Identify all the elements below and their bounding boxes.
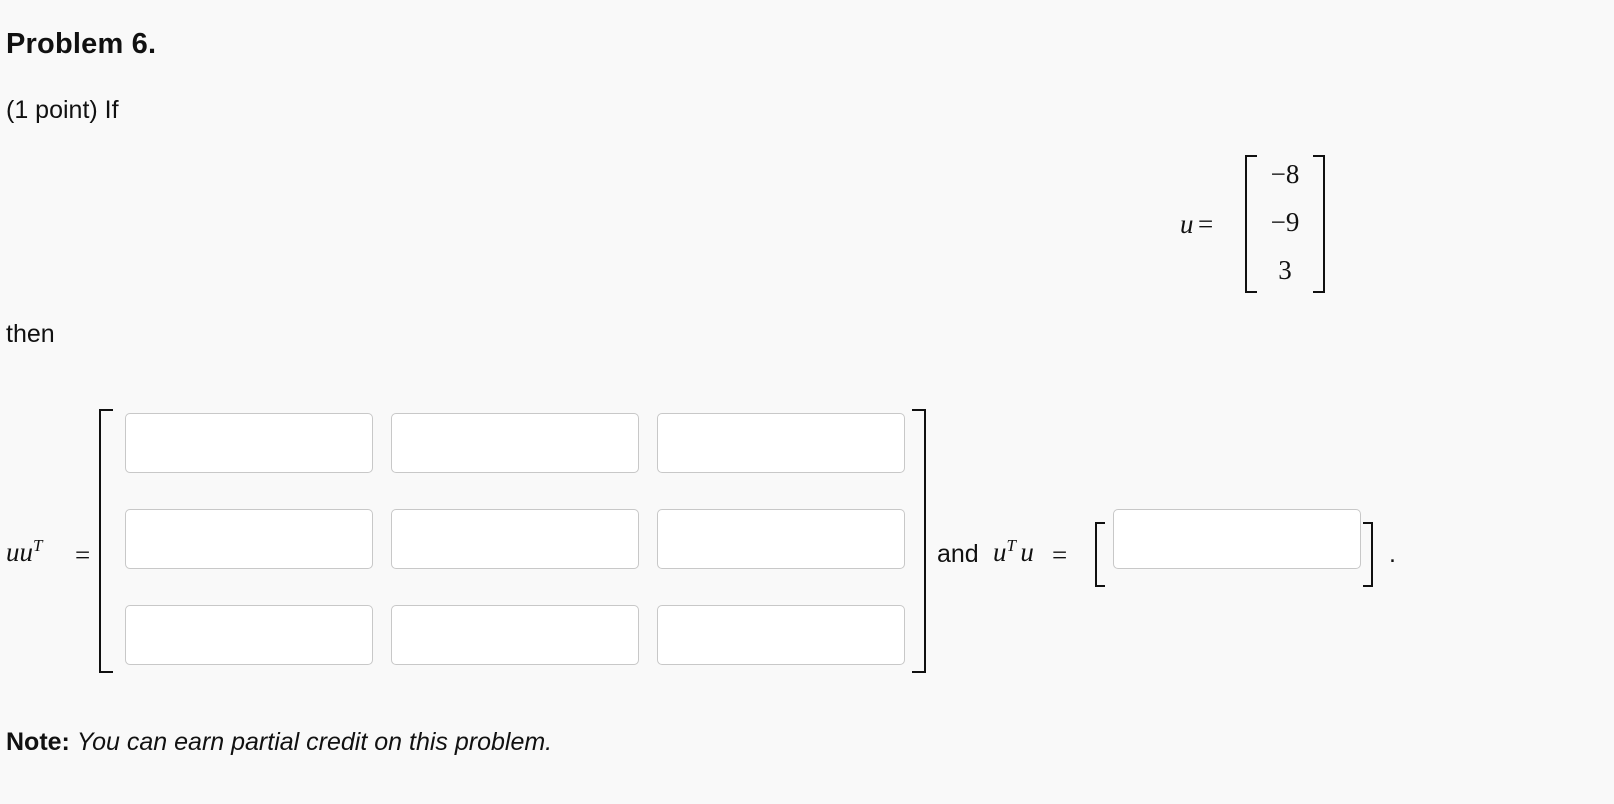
then-text: then <box>6 320 55 348</box>
matrix-cell-r2c1[interactable] <box>125 509 373 569</box>
vector-u-name: u <box>1180 209 1194 239</box>
problem-title: Problem 6. <box>6 28 157 60</box>
vector-left-bracket <box>1245 155 1257 293</box>
inner-product-answer[interactable] <box>1113 509 1361 569</box>
vector-u-equals: = <box>1197 209 1214 239</box>
matrix-cell-r3c2[interactable] <box>391 605 639 665</box>
matrix-cell-r1c3[interactable] <box>657 413 905 473</box>
outer-product-label: uuT <box>6 535 43 568</box>
and-connector: and <box>937 540 979 568</box>
matrix-left-bracket <box>99 409 113 673</box>
inner-product-u2: u <box>1020 537 1034 567</box>
inner-product-u1: u <box>993 537 1007 567</box>
inner-product-transpose: T <box>1006 535 1016 555</box>
note-label: Note: <box>6 728 70 756</box>
scalar-right-bracket <box>1363 522 1373 587</box>
matrix-cell-r2c3[interactable] <box>657 509 905 569</box>
scalar-left-bracket <box>1095 522 1105 587</box>
vector-u: −8 −9 3 <box>1245 155 1325 293</box>
outer-product-equals: = <box>75 540 91 570</box>
partial-credit-note: Note: You can earn partial credit on thi… <box>6 728 552 757</box>
inner-product-equals: = <box>1052 540 1068 570</box>
vector-entry-1: −8 <box>1270 159 1300 189</box>
vector-entry-3: 3 <box>1278 255 1292 285</box>
outer-product-base: uu <box>6 537 33 567</box>
outer-product-transpose: T <box>33 535 43 555</box>
vector-entry-2: −9 <box>1270 207 1300 237</box>
vector-u-label: u = <box>1180 209 1213 240</box>
matrix-cell-r2c2[interactable] <box>391 509 639 569</box>
matrix-cell-r1c1[interactable] <box>125 413 373 473</box>
trailing-period: . <box>1389 540 1396 568</box>
matrix-cell-r1c2[interactable] <box>391 413 639 473</box>
problem-intro: (1 point) If <box>6 96 119 124</box>
note-text: You can earn partial credit on this prob… <box>76 728 553 756</box>
inner-product-label: uT u <box>993 535 1034 568</box>
matrix-cell-r3c3[interactable] <box>657 605 905 665</box>
vector-right-bracket <box>1313 155 1325 293</box>
matrix-right-bracket <box>912 409 926 673</box>
matrix-cell-r3c1[interactable] <box>125 605 373 665</box>
